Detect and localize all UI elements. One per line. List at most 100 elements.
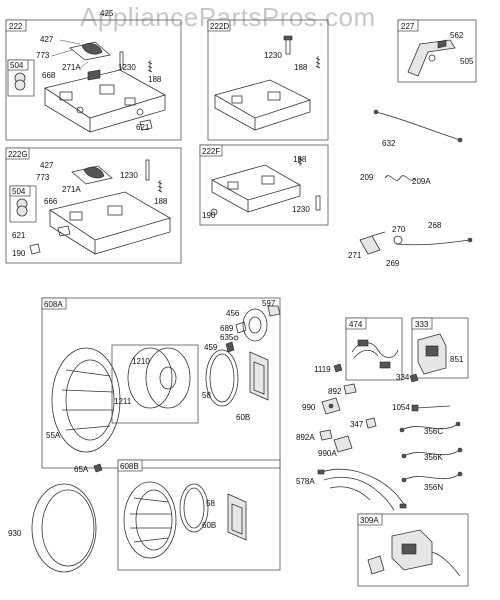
label-188b: 188 — [294, 63, 308, 72]
screw-65A[interactable] — [93, 463, 103, 473]
clamp-270[interactable] — [393, 235, 403, 245]
label-456: 456 — [226, 309, 240, 318]
group-608A-inner-box — [111, 344, 199, 424]
throttle-bracket-227[interactable] — [407, 39, 456, 77]
starter-rope-58b[interactable] — [179, 483, 209, 533]
label-356N: 356N — [424, 483, 443, 492]
label-1230b: 1230 — [264, 51, 282, 60]
engine-base-plate-222D[interactable] — [213, 79, 312, 131]
screw-1230a[interactable] — [119, 51, 124, 69]
stop-switch-990[interactable] — [321, 397, 341, 415]
label-190a: 190 — [12, 249, 26, 258]
label-209A: 209A — [412, 177, 431, 186]
label-425: 425 — [100, 9, 114, 18]
label-990A: 990A — [318, 449, 337, 458]
label-65A: 65A — [74, 465, 89, 474]
ground-wire-356C[interactable] — [399, 421, 461, 433]
label-773b: 773 — [36, 173, 50, 182]
cable-tie-1054[interactable] — [411, 404, 451, 412]
screw-334[interactable] — [409, 373, 419, 383]
clip-621b[interactable] — [57, 225, 71, 237]
group-222G-tag — [5, 147, 30, 160]
label-635: 635 — [220, 333, 234, 342]
label-427a: 427 — [40, 35, 54, 44]
label-209: 209 — [360, 173, 374, 182]
control-cable-632[interactable] — [373, 109, 463, 143]
ground-wire-356N[interactable] — [401, 471, 463, 483]
starter-pulley-1210[interactable] — [127, 347, 191, 409]
spring-188c[interactable] — [157, 180, 163, 193]
ground-wire-356K[interactable] — [401, 447, 463, 459]
label-269: 269 — [386, 259, 400, 268]
group-333-box — [411, 317, 469, 379]
screw-1230c[interactable] — [145, 159, 150, 181]
spring-188b[interactable] — [315, 56, 321, 69]
screw-1230d[interactable] — [315, 195, 321, 211]
label-505: 505 — [460, 57, 474, 66]
spring-188d[interactable] — [297, 156, 303, 166]
washer-504a[interactable] — [14, 72, 26, 91]
wire-harness-578A[interactable] — [317, 468, 407, 511]
pawl-689[interactable] — [235, 321, 247, 334]
label-892: 892 — [328, 387, 342, 396]
label-58b: 58 — [206, 499, 215, 508]
group-309A-label: 309A — [360, 516, 379, 525]
label-1230c: 1230 — [120, 171, 138, 180]
label-851: 851 — [450, 355, 464, 364]
bracket-668[interactable] — [87, 69, 101, 81]
starter-rope-58a[interactable] — [205, 349, 239, 407]
governor-lever-773[interactable] — [69, 41, 111, 61]
connector-892[interactable] — [343, 383, 357, 395]
label-334: 334 — [396, 373, 410, 382]
label-60Bb: 60B — [202, 521, 216, 530]
screw-1230b[interactable] — [283, 35, 293, 55]
label-562: 562 — [450, 31, 464, 40]
starter-handle-60Ba[interactable] — [249, 351, 269, 401]
label-668a: 668 — [42, 71, 56, 80]
screw-1119[interactable] — [333, 363, 343, 373]
group-227-label: 227 — [401, 22, 415, 31]
ignition-armature-333[interactable] — [417, 333, 447, 375]
group-222-label: 222 — [9, 22, 23, 31]
clip-621a[interactable] — [139, 119, 153, 131]
nut-597[interactable] — [267, 305, 281, 317]
label-268: 268 — [428, 221, 442, 230]
group-222D-label: 222D — [210, 22, 229, 31]
group-608B-box — [117, 459, 281, 571]
label-621b: 621 — [12, 231, 26, 240]
spring-635[interactable] — [233, 335, 239, 341]
label-666: 666 — [44, 197, 58, 206]
rewind-spring-456[interactable] — [242, 308, 268, 342]
group-227-tag — [397, 19, 419, 32]
blower-housing-55A[interactable] — [51, 347, 121, 453]
wire-harness-474[interactable] — [351, 339, 399, 369]
label-427b: 427 — [40, 161, 54, 170]
spring-188a[interactable] — [147, 60, 153, 73]
group-474-tag — [345, 317, 367, 330]
control-cable-268[interactable] — [395, 237, 473, 246]
governor-spring-209[interactable] — [384, 175, 416, 181]
screen-ring-930[interactable] — [31, 483, 97, 573]
label-632: 632 — [382, 139, 396, 148]
label-271Ab: 271A — [62, 185, 81, 194]
engine-base-plate-222F[interactable] — [210, 164, 302, 213]
washer-504b[interactable] — [16, 198, 28, 217]
screw-190a[interactable] — [29, 243, 41, 255]
alternator-assembly-309A[interactable] — [367, 529, 461, 577]
screw-459[interactable] — [225, 341, 235, 353]
connector-892A[interactable] — [319, 429, 333, 441]
group-608B-tag — [117, 459, 143, 472]
group-333-tag — [411, 317, 433, 330]
governor-lever-773b[interactable] — [71, 165, 113, 185]
group-309A-tag — [357, 513, 383, 526]
label-356K: 356K — [424, 453, 443, 462]
blower-housing-608B[interactable] — [123, 481, 177, 559]
throttle-link-271[interactable] — [359, 231, 386, 255]
group-504b-tag — [9, 185, 31, 197]
engine-base-plate-222G[interactable] — [49, 191, 172, 255]
clip-347[interactable] — [365, 417, 377, 429]
starter-handle-60Bb[interactable] — [227, 493, 247, 541]
stop-switch-990A[interactable] — [333, 435, 353, 453]
screw-190b[interactable] — [210, 208, 218, 216]
